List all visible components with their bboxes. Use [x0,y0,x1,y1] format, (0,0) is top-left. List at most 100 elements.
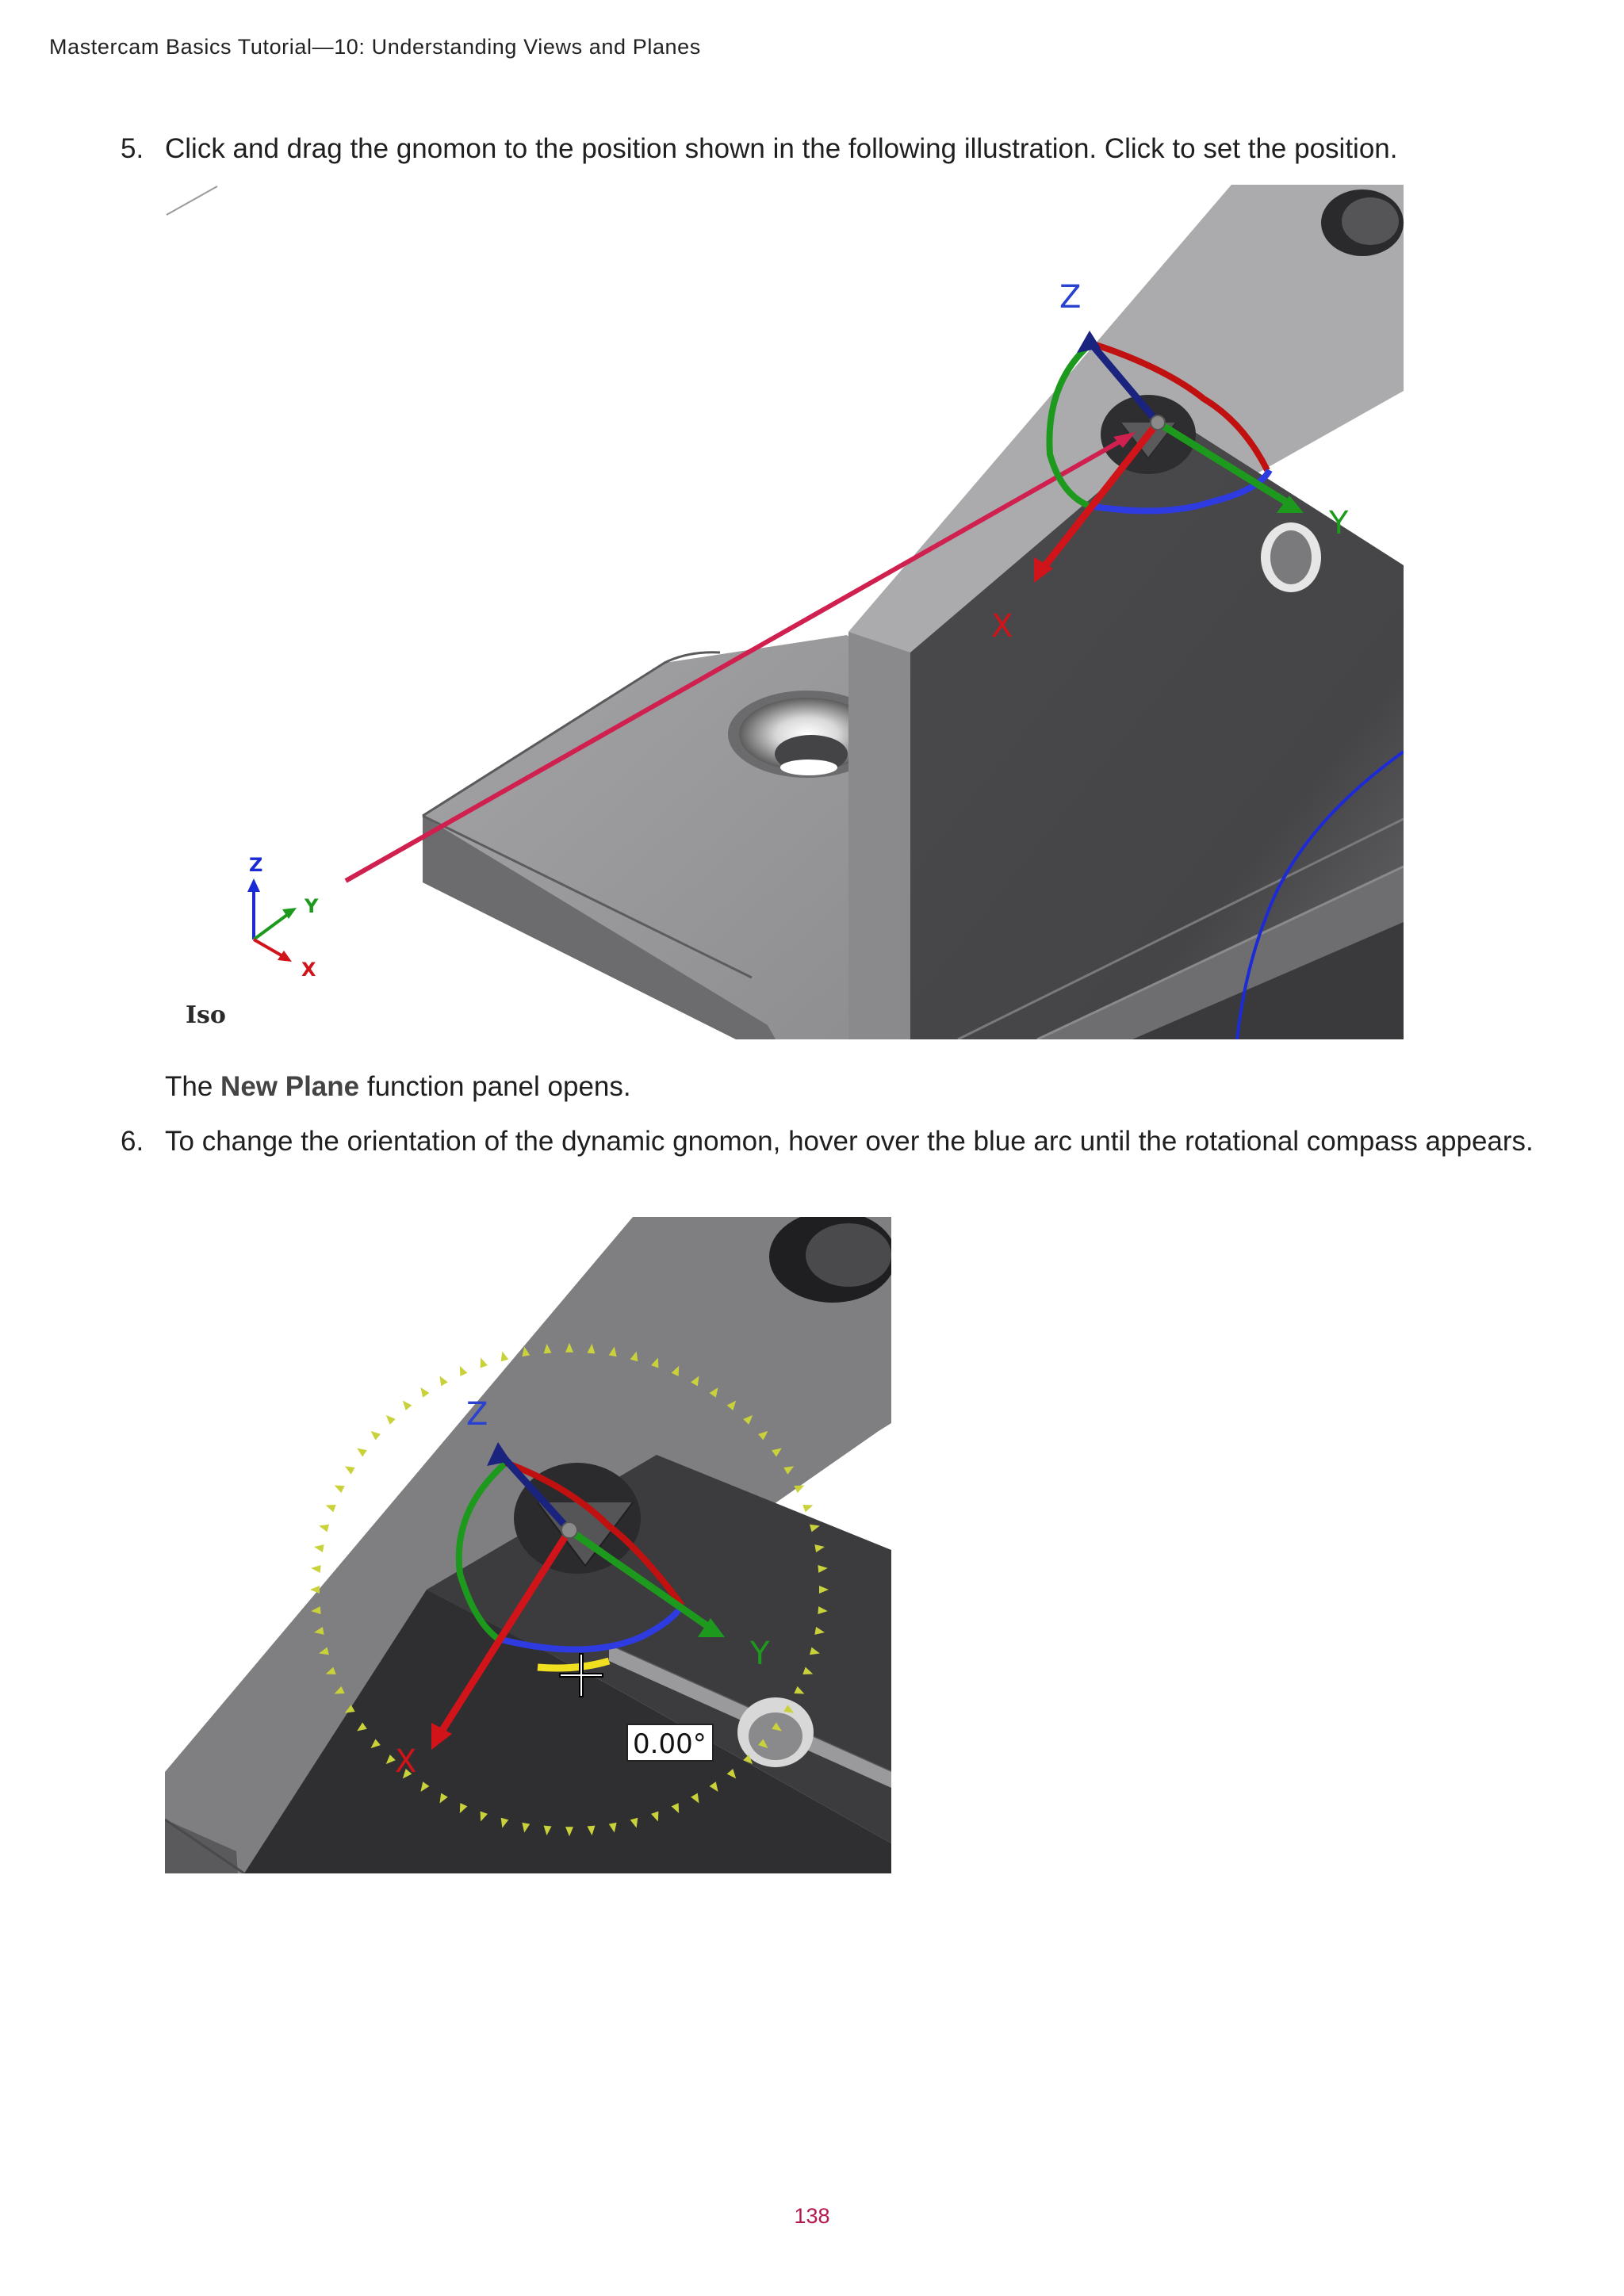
compass-tick [480,1811,488,1822]
drag-path-line [344,433,1132,883]
compass-tick [334,1686,345,1694]
panel-note: The New Plane function panel opens. [165,1066,631,1108]
note-bold-term: New Plane [220,1071,360,1102]
compass-tick [809,1524,820,1533]
compass-tick [802,1504,814,1513]
step-number: 5. [121,133,144,164]
compass-tick [565,1827,573,1837]
angle-readout-box [626,1724,714,1762]
compass-tick [794,1485,805,1494]
compass-tick [311,1606,321,1615]
view-name-label: Iso [186,1001,226,1029]
compass-tick [794,1686,805,1694]
compass-tick [439,1376,448,1387]
small-gnomon-z-label: Z [249,854,262,876]
compass-tick [743,1755,753,1765]
compass-tick [802,1667,814,1675]
compass-tick [671,1365,680,1376]
gnomon-z-label: Z [466,1396,488,1433]
compass-tick [565,1342,573,1353]
compass-tick [726,1400,737,1410]
compass-tick [311,1564,321,1573]
compass-tick [402,1400,412,1410]
compass-tick [370,1430,381,1441]
view-axes-indicator [247,878,297,962]
compass-tick [459,1365,468,1376]
compass-tick [814,1544,825,1552]
compass-tick [783,1466,795,1475]
gnomon-x-label: X [991,608,1013,645]
compass-tick [385,1755,396,1765]
dynamic-gnomon[interactable] [1034,331,1304,583]
compass-tick [772,1448,782,1457]
compass-tick [758,1430,768,1441]
compass-tick [651,1811,659,1822]
compass-tick [370,1739,381,1749]
compass-tick [671,1803,680,1814]
compass-tick [783,1705,795,1713]
compass-tick [480,1357,488,1368]
compass-tick [344,1466,355,1475]
compass-tick [691,1793,699,1804]
gnomon-x-label: X [395,1743,416,1780]
compass-tick [818,1564,828,1573]
gnomon-z-label: Z [1059,279,1081,316]
small-gnomon-x-label: X [301,959,316,981]
step-text: Click and drag the gnomon to the positio… [165,133,1398,164]
figure-gnomon-drag: Z Y X Z Y X Iso [165,185,1404,1039]
compass-tick [357,1722,367,1732]
compass-tick [325,1667,336,1675]
compass-tick [402,1769,412,1779]
compass-tick [344,1705,355,1713]
compass-tick [543,1825,552,1836]
compass-tick [319,1524,330,1533]
compass-tick [608,1346,617,1357]
small-gnomon-y-label: Y [304,895,319,917]
crosshair-cursor-icon [559,1653,603,1697]
note-prefix: The [165,1071,221,1102]
dynamic-gnomon[interactable] [431,1442,725,1750]
compass-tick [758,1739,768,1749]
compass-tick [818,1606,828,1615]
gnomon-y-label: Y [1328,505,1349,541]
compass-tick [357,1448,367,1457]
gnomon-y-label: Y [749,1636,770,1672]
compass-tick [809,1647,820,1655]
compass-tick [522,1822,530,1833]
compass-tick [709,1781,718,1792]
compass-tick [459,1803,468,1814]
compass-tick [420,1387,430,1398]
compass-tick [691,1376,699,1387]
compass-tick [743,1414,753,1425]
angle-readout: 0.00° [633,1728,707,1760]
compass-tick [814,1627,825,1635]
compass-tick [319,1647,330,1655]
compass-tick [726,1769,737,1779]
compass-tick [630,1817,638,1828]
compass-tick [608,1822,617,1833]
step-number: 6. [121,1126,144,1157]
page-number: 138 [794,2204,830,2228]
compass-tick [630,1351,638,1362]
note-suffix: function panel opens. [359,1071,631,1102]
compass-tick [522,1346,530,1357]
compass-tick [543,1343,552,1354]
cad-viewport-zoom: Z Y X 0.00° [165,1217,891,1873]
compass-tick [439,1793,448,1804]
compass-tick [587,1825,596,1836]
compass-tick [587,1343,596,1354]
compass-tick [325,1504,336,1513]
compass-tick [651,1357,659,1368]
compass-tick [310,1586,320,1594]
figure-rotational-compass: Z Y X 0.00° [165,1217,891,1873]
compass-tick [420,1781,430,1792]
rotational-compass[interactable] [310,1342,829,1837]
compass-tick [334,1485,345,1494]
page-header: Mastercam Basics Tutorial—10: Understand… [49,35,701,59]
compass-tick [819,1586,829,1594]
compass-tick [313,1627,324,1635]
compass-tick [772,1722,782,1732]
step-text: To change the orientation of the dynamic… [165,1126,1534,1157]
compass-tick [313,1544,324,1552]
compass-tick [500,1351,509,1362]
